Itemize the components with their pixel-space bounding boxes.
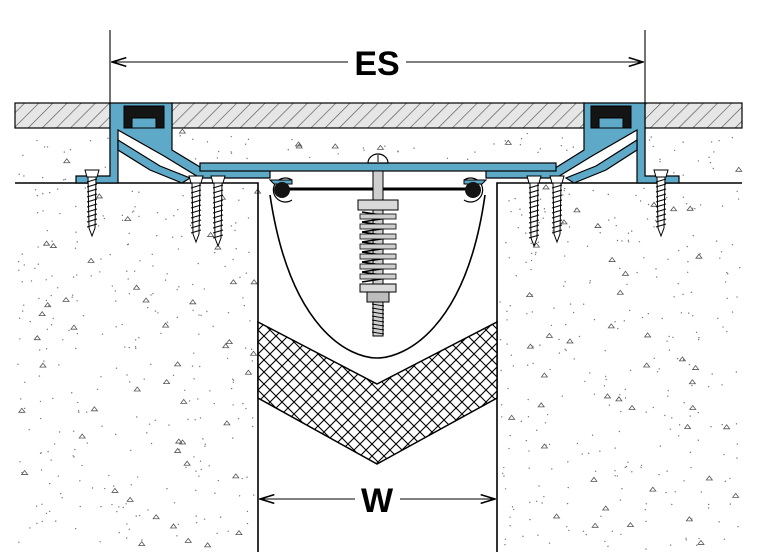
moisture-barrier-drape	[269, 194, 486, 359]
left-frame-web	[117, 138, 192, 184]
es-dimension-label: ES	[354, 45, 399, 83]
right-frame-web	[564, 138, 638, 184]
bolt-nut	[366, 291, 390, 303]
left-centering-clip	[268, 177, 293, 203]
wood-screw-icon	[84, 169, 100, 238]
w-dimension-label: W	[361, 482, 394, 520]
wood-screw-icon	[653, 169, 669, 238]
wood-screw-icon	[210, 175, 226, 248]
concrete-stipple	[17, 128, 743, 550]
left-floor-topping	[14, 102, 111, 129]
left-gasket-notch	[131, 117, 157, 129]
bolt-threads	[371, 303, 385, 335]
wood-screw-icon	[526, 175, 542, 248]
spring-bottom-washer	[359, 283, 397, 293]
spring-top-washer	[357, 199, 399, 211]
right-centering-clip	[463, 177, 488, 203]
center-floor-topping	[171, 102, 585, 129]
right-floor-topping	[644, 102, 743, 129]
compression-spring-icon	[359, 211, 397, 283]
cover-plate	[199, 162, 557, 172]
anchor-screws	[84, 169, 669, 248]
fire-barrier-foam	[257, 320, 498, 465]
right-gasket-notch	[598, 117, 624, 129]
wood-screw-icon	[188, 175, 204, 244]
wood-screw-icon	[549, 175, 565, 244]
